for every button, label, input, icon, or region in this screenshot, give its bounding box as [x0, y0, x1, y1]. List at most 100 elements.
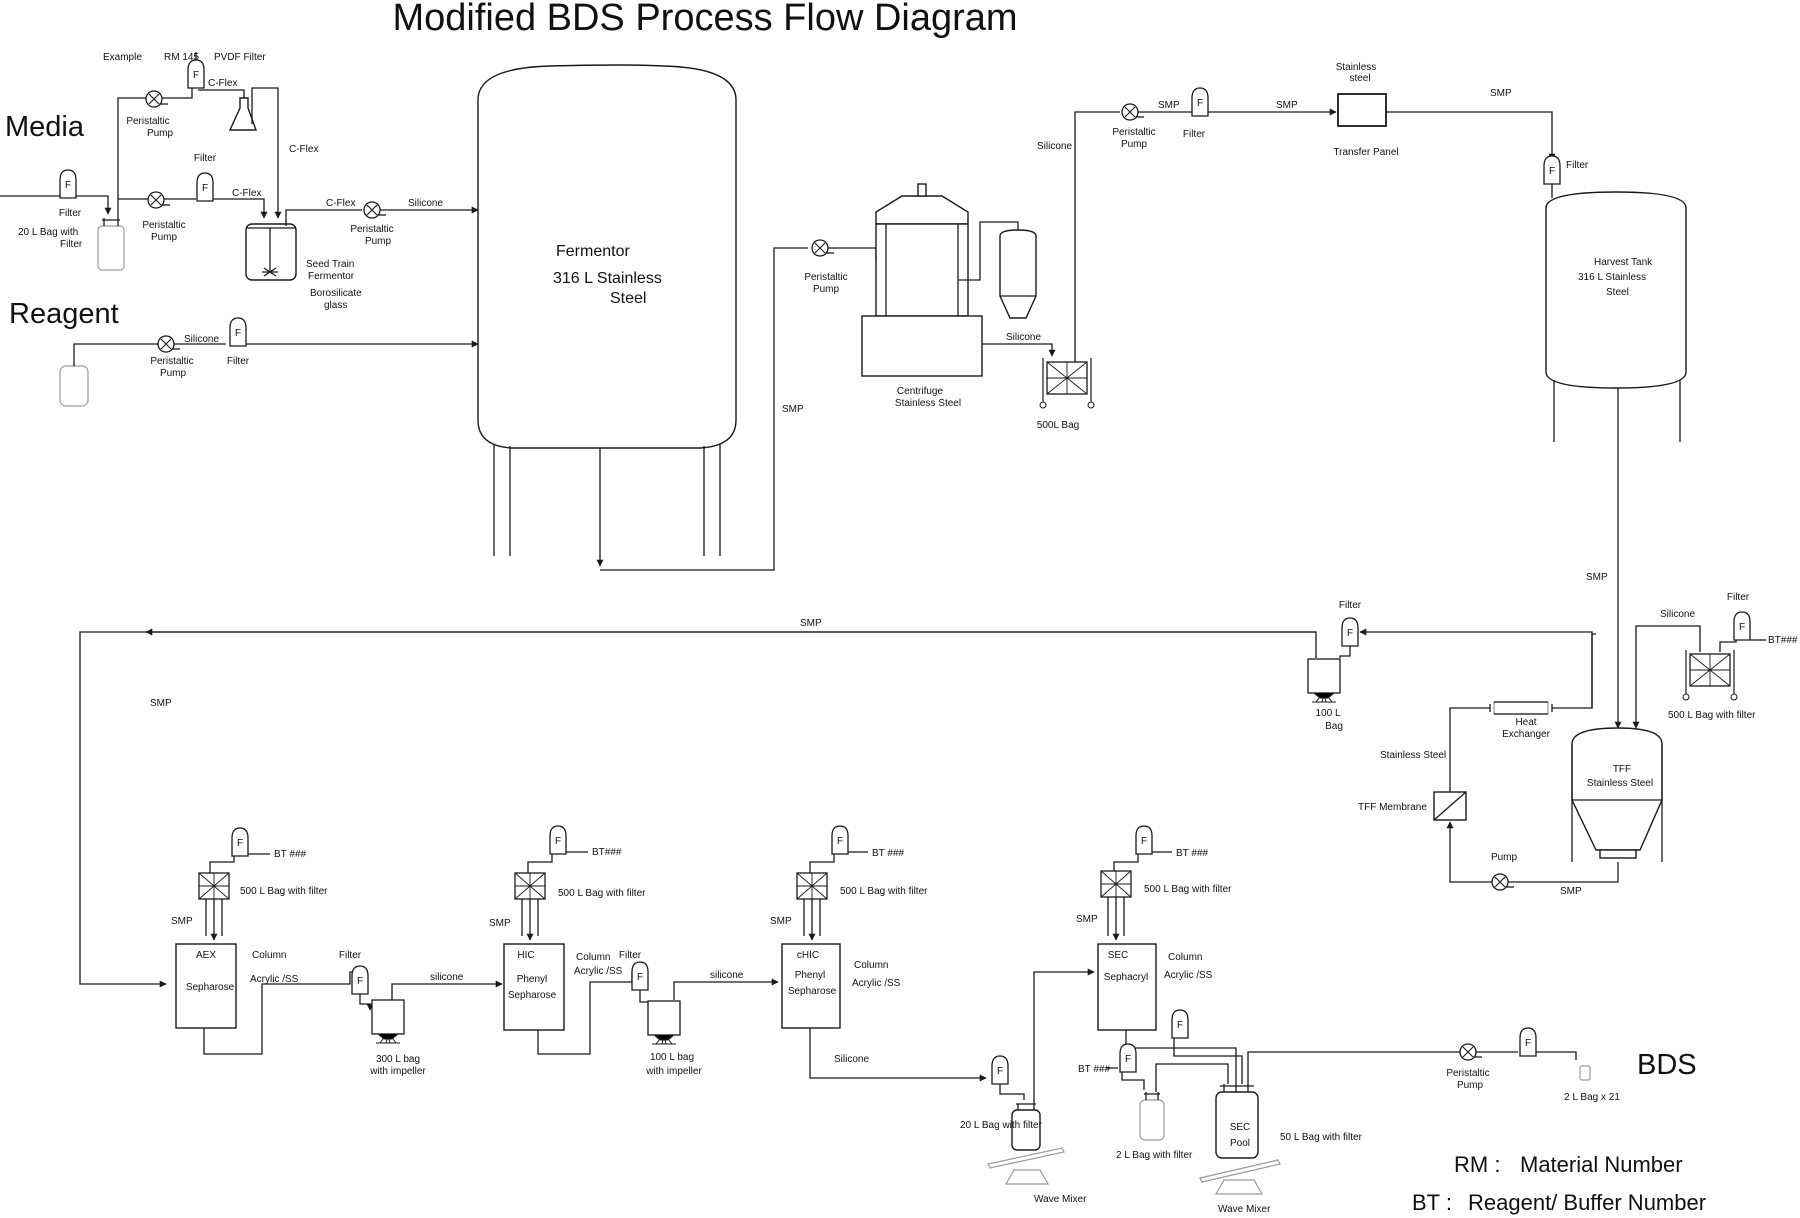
legend-bt-key: BT :: [1412, 1190, 1452, 1215]
transfer-panel-label: Transfer Panel: [1333, 147, 1398, 158]
wave-mixer-label: Wave Mixer: [1218, 1204, 1271, 1215]
sec-pool-label: SEC: [1230, 1122, 1251, 1133]
bag-500l-with-filter: [1682, 649, 1738, 701]
sec-pool-label-2: Pool: [1230, 1138, 1250, 1149]
aex-column: [175, 943, 237, 1029]
bag-300l-impeller: [371, 999, 405, 1044]
heat-exchanger-label-2: Exchanger: [1502, 729, 1550, 740]
smp-label: SMP: [800, 618, 822, 629]
chic-column: [781, 943, 841, 1029]
column-label: Column: [1168, 952, 1202, 963]
bag-2l-x21-label: 2 L Bag x 21: [1564, 1092, 1620, 1103]
transfer-panel: [1337, 93, 1387, 127]
sec-resin-label: Sephacryl: [1104, 972, 1148, 983]
bag-500l-filter-label: 500 L Bag with filter: [558, 888, 646, 899]
bt-label: BT###: [1768, 635, 1798, 646]
bt-label: BT ###: [274, 849, 306, 860]
filter-f-letter: F: [1525, 1038, 1531, 1049]
filter-f-letter: F: [237, 838, 243, 849]
bag-500l-with-filter: [796, 872, 828, 900]
pump-label: Peristaltic: [150, 356, 193, 367]
harvest-section: Stainless steel Transfer Panel SMP F Fil…: [1333, 62, 1687, 729]
filter-label: Filter: [59, 208, 82, 219]
column-label: Column: [576, 952, 610, 963]
seed-train-label: Seed Train: [306, 259, 354, 270]
reagent-bottle: [59, 365, 89, 407]
silicone-label: Silicone: [1006, 332, 1041, 343]
harvest-tank-material-label: 316 L Stainless: [1578, 272, 1646, 283]
example-label: Example: [103, 52, 142, 63]
fermentor-tank: Fermentor 316 L Stainless Steel SMP: [477, 64, 808, 571]
bag-500l-with-filter: [1100, 870, 1132, 898]
glass-label: glass: [324, 300, 347, 311]
bag-20l-filter-label: Filter: [60, 239, 83, 250]
bag-500l-with-filter: [514, 872, 546, 900]
column-material-label: Acrylic /SS: [574, 966, 623, 977]
media-label: Media: [5, 111, 85, 143]
filter-f-letter: F: [1125, 1054, 1131, 1065]
sec-section: F BT ### 500 L Bag with filter SMP SEC S…: [1076, 825, 1620, 1215]
silicone-label: Silicone: [184, 334, 219, 345]
pump-label-2: Pump: [1457, 1080, 1484, 1091]
silicone-label: Silicone: [1037, 141, 1072, 152]
bag-300l-label: 300 L bag: [376, 1054, 420, 1065]
fermentor-label: Fermentor: [556, 243, 630, 260]
smp-label: SMP: [1560, 886, 1582, 897]
filter-label: Filter: [1566, 160, 1589, 171]
bag-500l-filter-label: 500 L Bag with filter: [840, 886, 928, 897]
smp-label: SMP: [171, 916, 193, 927]
pump-label: Peristaltic: [126, 116, 169, 127]
bag-100l-label: 100 L bag: [650, 1052, 694, 1063]
steel-label: steel: [1349, 73, 1370, 84]
filter-f-letter: F: [1347, 628, 1353, 639]
pump-label-2: Pump: [147, 128, 174, 139]
borosilicate-label: Borosilicate: [310, 288, 362, 299]
column-material-label: Acrylic /SS: [250, 974, 299, 985]
reagent-label: Reagent: [9, 298, 119, 330]
filter-label: Filter: [1183, 129, 1206, 140]
column-material-label: Acrylic /SS: [1164, 970, 1213, 981]
legend-rm-key: RM :: [1454, 1152, 1500, 1177]
rm145-label: RM 145: [164, 52, 199, 63]
bag-20l-with-filter: [1011, 1109, 1041, 1151]
peristaltic-pump-icon: [145, 90, 169, 108]
bag-500l-filter-label: 500 L Bag with filter: [240, 886, 328, 897]
sec-label: SEC: [1108, 950, 1129, 961]
heat-exchanger-label: Heat: [1515, 717, 1536, 728]
pump-label: Peristaltic: [1446, 1068, 1489, 1079]
silicone-label: Silicone: [408, 198, 443, 209]
filter-label: Filter: [194, 153, 217, 164]
filter-f-letter: F: [1197, 98, 1203, 109]
pump-label-2: Pump: [365, 236, 392, 247]
legend-rm-value: Material Number: [1520, 1152, 1683, 1177]
filter-f-letter: F: [837, 836, 843, 847]
filter-f-letter: F: [1739, 622, 1745, 633]
sec-column: [1097, 943, 1157, 1031]
cflex-label: C-Flex: [208, 78, 237, 89]
filter-f-letter: F: [202, 183, 208, 194]
filter-label: Filter: [339, 950, 362, 961]
tff-section: TFF Stainless Steel F Filter BT### Silic…: [79, 592, 1798, 988]
tff-label: TFF: [1613, 764, 1631, 775]
pump-label-2: Pump: [151, 232, 178, 243]
pump-label: Peristaltic: [350, 224, 393, 235]
bt-label: BT ###: [1078, 1064, 1110, 1075]
legend-bt-value: Reagent/ Buffer Number: [1468, 1190, 1706, 1215]
centrifuge-label: Centrifuge: [897, 386, 944, 397]
silicone-label: Silicone: [1660, 609, 1695, 620]
cflex-label: C-Flex: [289, 144, 318, 155]
smp-label: SMP: [782, 404, 804, 415]
harvest-tank-label: Harvest Tank: [1594, 257, 1653, 268]
cflex-label: C-Flex: [326, 198, 355, 209]
bag-500l-label: 500L Bag: [1037, 420, 1079, 431]
smp-label: SMP: [1586, 572, 1608, 583]
aex-resin-label: Sepharose: [186, 982, 235, 993]
filter-f-letter: F: [235, 328, 241, 339]
reagent-section: F Silicone Peristaltic Pump Filter: [59, 317, 479, 407]
filter-f-letter: F: [357, 976, 363, 987]
aex-label: AEX: [196, 950, 216, 961]
bag-100l-impeller: [647, 1000, 681, 1045]
impeller-label: with impeller: [645, 1066, 702, 1077]
pump-label: Peristaltic: [804, 272, 847, 283]
